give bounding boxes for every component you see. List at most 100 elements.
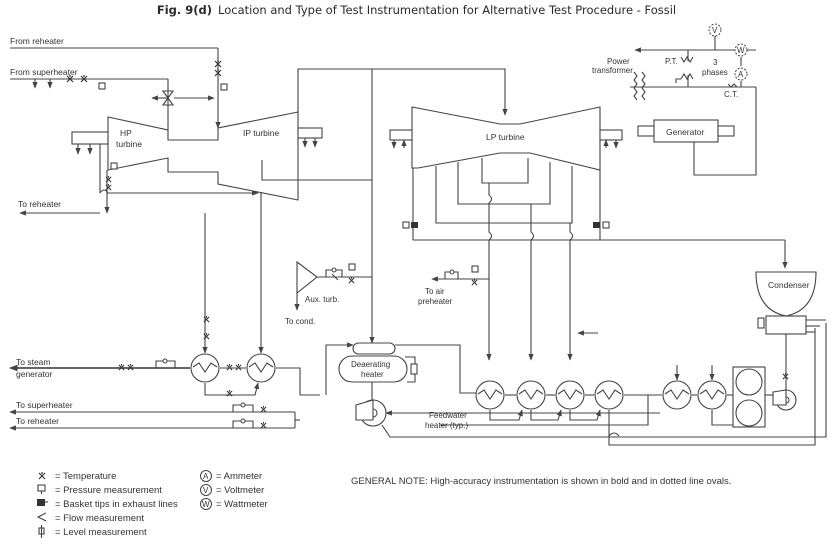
feedwater-heater: [697, 380, 727, 410]
legend-item-ammeter: A = Ammeter: [200, 470, 262, 482]
temperature-icon: [235, 364, 242, 371]
condensate-pump: [765, 389, 797, 411]
figure-title: Fig. 9(d) Location and Type of Test Instr…: [0, 3, 833, 17]
svg-text:A: A: [738, 70, 744, 79]
temperature-icon: [127, 364, 134, 371]
aux-turbine: [261, 69, 373, 311]
temperature-icon: [260, 422, 267, 429]
feedwater-heater: [475, 380, 505, 410]
svg-text:W: W: [737, 46, 745, 55]
lp-turbine-label: LP turbine: [486, 132, 525, 142]
svg-text:= Basket tips in exhaust lines: = Basket tips in exhaust lines: [55, 499, 178, 510]
legend-item-temperature: = Temperature: [38, 471, 116, 482]
hp-turbine-label-2: turbine: [116, 139, 142, 149]
ejector-block: [711, 366, 766, 428]
lp-heater-row: [440, 328, 816, 446]
temperature-icon: [348, 277, 355, 284]
svg-text:V: V: [203, 486, 209, 495]
flow-icon: [36, 512, 47, 522]
svg-text:= Temperature: = Temperature: [55, 471, 116, 482]
phases-label-1: 3: [713, 58, 718, 67]
feedwater-heater: [662, 380, 692, 410]
svg-text:V: V: [712, 26, 718, 35]
transformer-coil: [633, 71, 638, 101]
svg-text:= Flow measurement: = Flow measurement: [55, 513, 144, 524]
boiler-feed-pump: [355, 323, 827, 438]
ct-label: C.T.: [724, 90, 738, 99]
to-air-preheater-label-1: To air: [425, 287, 445, 296]
from-superheater-label: From superheater: [10, 67, 78, 77]
svg-text:W: W: [202, 500, 210, 509]
wattmeter: W: [734, 43, 748, 57]
power-transformer-label-1: Power: [607, 57, 630, 66]
air-preheater-line: [431, 265, 489, 286]
pressure-icon: [37, 484, 46, 492]
to-steam-label-1: To steam: [16, 357, 51, 367]
hp-heater-2: [246, 193, 276, 383]
power-transformer-label-2: transformer: [592, 66, 633, 75]
from-superheater-line: [10, 75, 215, 130]
legend-item-basket-tips: = Basket tips in exhaust lines: [37, 499, 178, 510]
deaerating-label-2: heater: [361, 370, 384, 379]
aux-turb-label: Aux. turb.: [305, 295, 339, 304]
temperature-icon: [260, 406, 267, 413]
condenser: [755, 271, 826, 392]
pressure-icon: [602, 221, 610, 229]
temperature-icon: [38, 472, 46, 480]
to-reheater-top-label: To reheater: [18, 199, 61, 209]
temperature-icon: [226, 364, 233, 371]
svg-text:= Level measurement: = Level measurement: [55, 527, 147, 538]
pressure-icon: [471, 265, 479, 273]
to-reheater-bottom-label: To reheater: [16, 416, 59, 426]
to-superheater-label: To superheater: [16, 400, 73, 410]
generator-block: [630, 35, 757, 176]
temperature-icon: [118, 364, 125, 371]
deaerating-heater: [325, 277, 476, 410]
svg-text:= Ammeter: = Ammeter: [216, 471, 262, 482]
svg-text:= Voltmeter: = Voltmeter: [216, 485, 264, 496]
feedwater-heater-label-1: Feedwater: [429, 411, 467, 420]
deaerating-label-1: Deaerating: [351, 360, 390, 369]
phases-label-2: phases: [702, 68, 728, 77]
basket-tip-icon: [37, 499, 45, 506]
basket-tip-icon: [593, 222, 600, 228]
feedwater-heater-label-2: heater (typ.): [425, 421, 468, 430]
svg-text:A: A: [203, 472, 209, 481]
basket-tip-icon: [411, 222, 418, 228]
to-steam-label-2: generator: [16, 369, 53, 379]
legend-item-flow: = Flow measurement: [36, 512, 144, 524]
figure-caption: Location and Type of Test Instrumentatio…: [218, 3, 677, 17]
legend-item-voltmeter: V = Voltmeter: [200, 484, 264, 496]
pressure-icon: [348, 263, 356, 271]
to-cond-label: To cond.: [285, 317, 315, 326]
svg-text:= Wattmeter: = Wattmeter: [216, 499, 268, 510]
figure-number: Fig. 9(d): [156, 3, 213, 17]
feedwater-heater: [555, 380, 585, 410]
ip-turbine-label: IP turbine: [243, 128, 280, 138]
crossover-pipe: [297, 68, 508, 116]
pressure-icon: [110, 162, 118, 170]
legend-item-wattmeter: W = Wattmeter: [200, 498, 268, 510]
condenser-label: Condenser: [768, 280, 810, 290]
from-reheater-label: From reheater: [10, 36, 64, 46]
general-note: GENERAL NOTE: High-accuracy instrumentat…: [351, 476, 731, 487]
hp-turbine-label-1: HP: [120, 128, 132, 138]
pressure-icon: [98, 82, 106, 90]
ammeter: A: [734, 67, 748, 81]
lp-turbine: [389, 106, 788, 361]
svg-text:= Pressure measurement: = Pressure measurement: [55, 485, 162, 496]
from-reheater-line: [10, 47, 228, 129]
temperature-icon: [471, 279, 478, 286]
hp-heater-1: [190, 213, 220, 383]
control-valve-icon: [161, 90, 175, 106]
voltmeter: V: [708, 23, 722, 37]
to-air-preheater-label-2: preheater: [418, 297, 453, 306]
ip-gland-block: [297, 127, 323, 139]
hp-turbine: [71, 111, 299, 214]
legend-item-pressure: = Pressure measurement: [37, 484, 162, 496]
generator-label: Generator: [666, 127, 704, 137]
pressure-icon: [402, 221, 410, 229]
feedwater-heater: [516, 380, 546, 410]
legend: = Temperature = Pressure measurement = B…: [36, 470, 268, 538]
